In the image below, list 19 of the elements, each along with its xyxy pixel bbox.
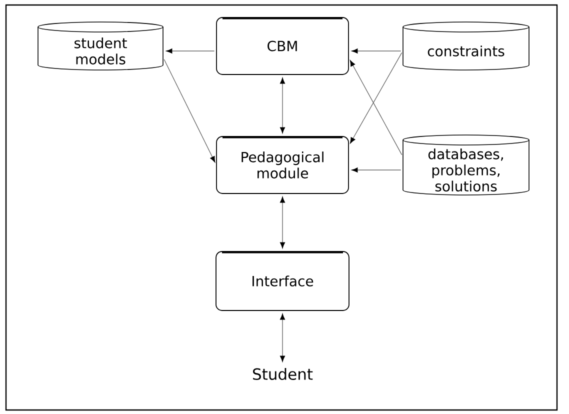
arrow: [350, 52, 402, 144]
double-arrow: [280, 196, 285, 248]
arrow: [352, 48, 402, 54]
arrow: [350, 60, 402, 156]
cylinder: constraints: [402, 22, 530, 70]
cylinder: databases, problems, solutions: [402, 134, 530, 196]
double-arrow: [280, 314, 285, 362]
rounded-box: Pedagogical module: [216, 136, 349, 194]
text-label: Student: [253, 368, 313, 380]
rounded-box: Interface: [216, 251, 350, 311]
arrow: [352, 168, 402, 172]
arrow: [166, 48, 215, 54]
double-arrow: [280, 78, 285, 134]
node-label: student models: [74, 38, 127, 64]
rounded-box: CBM: [216, 17, 349, 75]
node-label: databases, problems, solutions: [428, 148, 503, 192]
node-label: constraints: [428, 46, 504, 56]
arrow: [164, 59, 216, 162]
cylinder: student models: [38, 22, 164, 70]
